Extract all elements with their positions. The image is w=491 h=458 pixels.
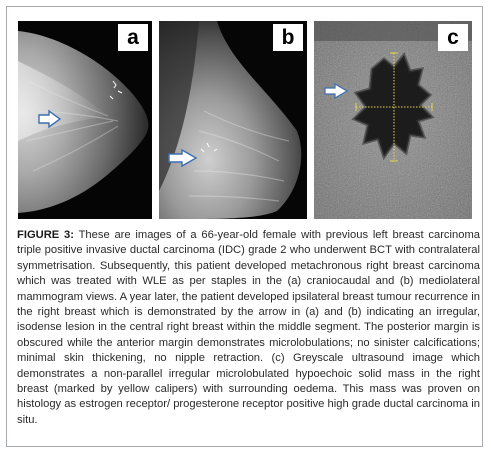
panel-a-craniocaudal-mammogram: a [18,21,152,219]
panel-label-b: b [273,24,303,51]
mammogram-mlo-image [159,21,307,219]
figure-caption: FIGURE 3: These are images of a 66-year-… [17,228,480,428]
ultrasound-image [314,21,472,219]
panel-c-ultrasound: c [314,21,472,219]
caliper-markers [355,52,433,162]
caption-text: These are images of a 66-year-old female… [17,229,480,426]
panel-label-c: c [438,24,468,51]
panel-b-mediolateral-mammogram: b [159,21,307,219]
figure-number: FIGURE 3: [17,229,74,241]
mammogram-cc-image [18,21,152,219]
figure-frame: a b [6,6,483,447]
lesion-arrow-b [168,148,198,168]
lesion-arrow-c [324,82,349,100]
lesion-arrow-a [38,109,62,129]
panel-label-a: a [118,24,148,51]
